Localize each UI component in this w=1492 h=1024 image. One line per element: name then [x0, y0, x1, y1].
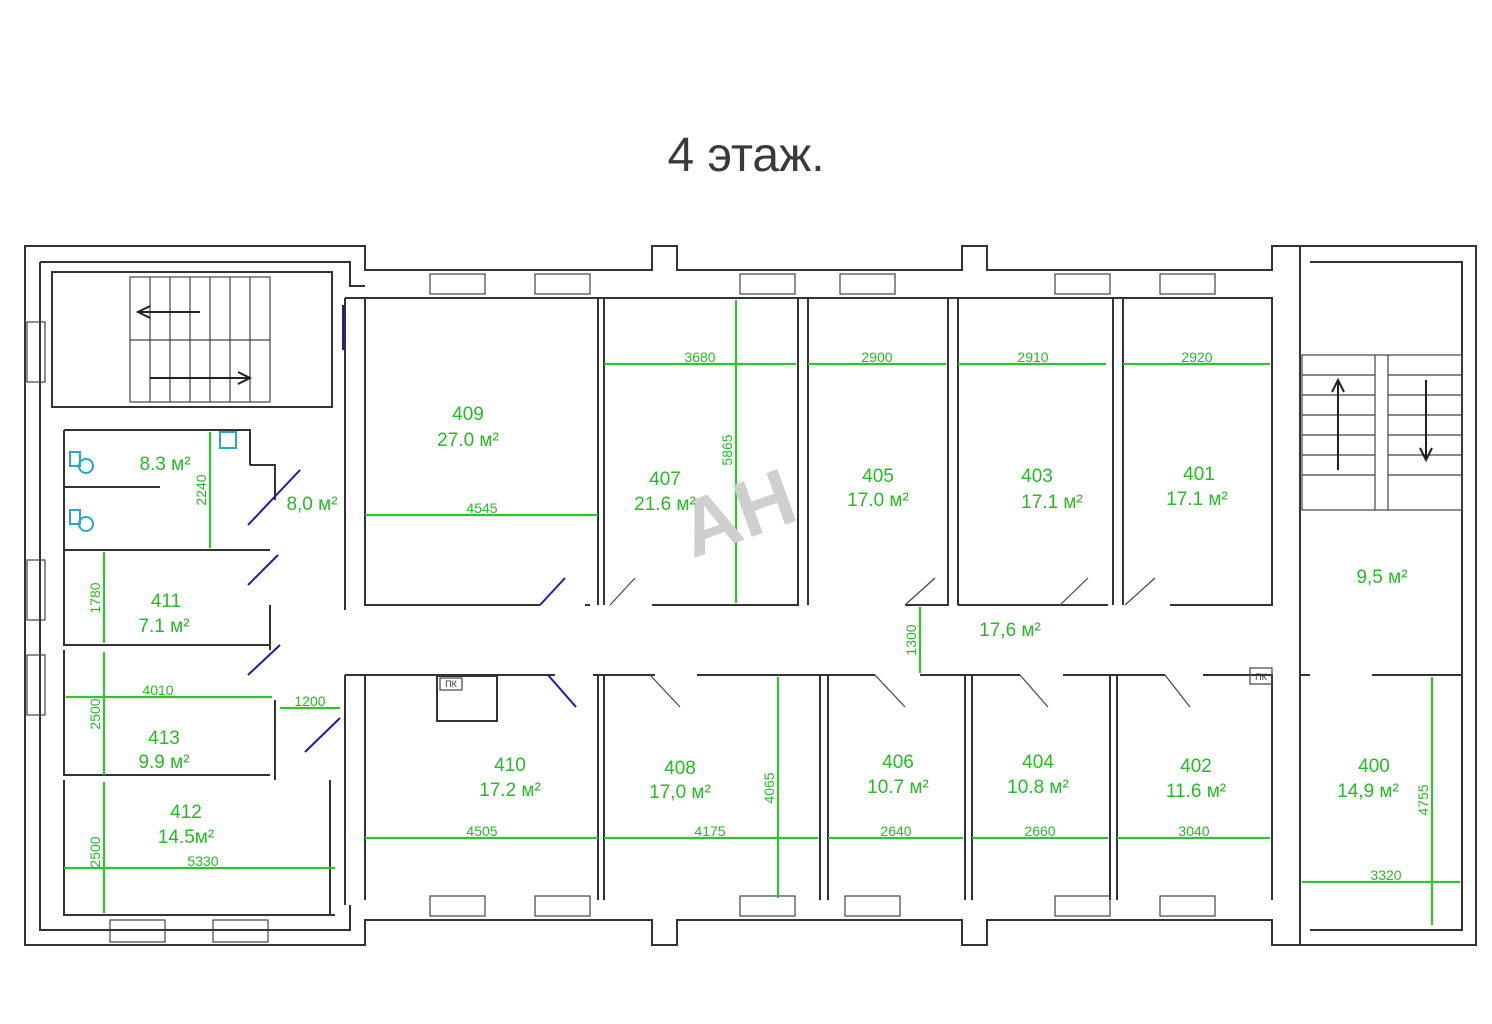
- dim-label: 5865: [719, 434, 735, 465]
- dim-label: 4545: [466, 500, 497, 516]
- dim-label: 2920: [1181, 349, 1212, 365]
- windows: [26, 273, 1216, 943]
- room-413-area: 9.9 м²: [138, 752, 189, 773]
- dim-label: 3040: [1178, 823, 1209, 839]
- dim-label: 4065: [761, 772, 777, 803]
- dim-label: 1200: [294, 693, 325, 709]
- room-403-number: 403: [1021, 466, 1053, 487]
- area-toilet: 8.3 м²: [139, 454, 190, 475]
- outer-walls: [24, 245, 1477, 946]
- dim-label: 4175: [694, 823, 725, 839]
- room-406-area: 10.7 м²: [867, 777, 929, 798]
- hydrant-label: ПК: [445, 679, 457, 689]
- room-400-number: 400: [1358, 756, 1390, 777]
- left-wing-walls: [63, 429, 335, 916]
- dim-label: 4755: [1415, 784, 1431, 815]
- dim-label: 1780: [87, 582, 103, 613]
- room-401-area: 17.1 м²: [1166, 489, 1228, 510]
- dim-label: 2900: [861, 349, 892, 365]
- dim-label: 1300: [903, 624, 919, 655]
- room-409-area: 27.0 м²: [437, 430, 499, 451]
- dimension-labels: 3680 2900 2910 2920 5865 4545 2240 1780 …: [87, 349, 1431, 883]
- stairwell-right: [1301, 354, 1463, 511]
- room-400-area: 14,9 м²: [1337, 781, 1399, 802]
- dim-label: 4010: [142, 682, 173, 698]
- room-404-number: 404: [1022, 752, 1054, 773]
- room-407-area: 21.6 м²: [634, 494, 696, 515]
- room-402-area: 11.6 м²: [1166, 781, 1226, 802]
- area-corridor: 17,6 м²: [979, 620, 1041, 641]
- toilet-fixtures: [69, 431, 237, 532]
- room-406-number: 406: [882, 752, 914, 773]
- floor-title: 4 этаж.: [667, 129, 825, 182]
- room-410-number: 410: [494, 755, 526, 776]
- dim-label: 3680: [684, 349, 715, 365]
- room-401-number: 401: [1183, 464, 1215, 485]
- room-405-area: 17.0 м²: [847, 490, 909, 511]
- room-404-area: 10.8 м²: [1007, 777, 1069, 798]
- area-vestibule: 8,0 м²: [286, 494, 337, 515]
- room-408-area: 17,0 м²: [649, 782, 711, 803]
- room-408-number: 408: [664, 758, 696, 779]
- doors: [247, 305, 1191, 753]
- room-412-number: 412: [170, 802, 202, 823]
- dim-label: 2500: [87, 836, 103, 867]
- dim-label: 2660: [1024, 823, 1055, 839]
- room-411-area: 7.1 м²: [138, 616, 189, 637]
- room-411-number: 411: [151, 591, 181, 612]
- room-labels: 409 27.0 м² 407 21.6 м² 405 17.0 м² 403 …: [138, 404, 1407, 848]
- room-405-number: 405: [862, 466, 894, 487]
- upper-rooms-walls: [344, 297, 1273, 610]
- room-413-number: 413: [148, 728, 180, 749]
- room-409-number: 409: [452, 404, 484, 425]
- room-410-area: 17.2 м²: [479, 780, 541, 801]
- stairwell-left: [51, 271, 333, 408]
- hydrant-cabinets: [436, 667, 1273, 722]
- dim-label: 4505: [466, 823, 497, 839]
- room-412-area: 14.5м²: [158, 827, 214, 848]
- dim-label: 2910: [1017, 349, 1048, 365]
- room-402-number: 402: [1180, 756, 1212, 777]
- dim-label: 2500: [87, 698, 103, 729]
- dimension-lines: [64, 300, 1460, 925]
- dim-label: 2640: [880, 823, 911, 839]
- room-407-number: 407: [649, 469, 681, 490]
- room-403-area: 17.1 м²: [1021, 492, 1083, 513]
- area-stair-hall: 9,5 м²: [1356, 567, 1407, 588]
- hydrant-label: ПК: [1255, 672, 1267, 682]
- dim-label: 2240: [193, 474, 209, 505]
- dim-label: 5330: [187, 853, 218, 869]
- dim-label: 3320: [1370, 867, 1401, 883]
